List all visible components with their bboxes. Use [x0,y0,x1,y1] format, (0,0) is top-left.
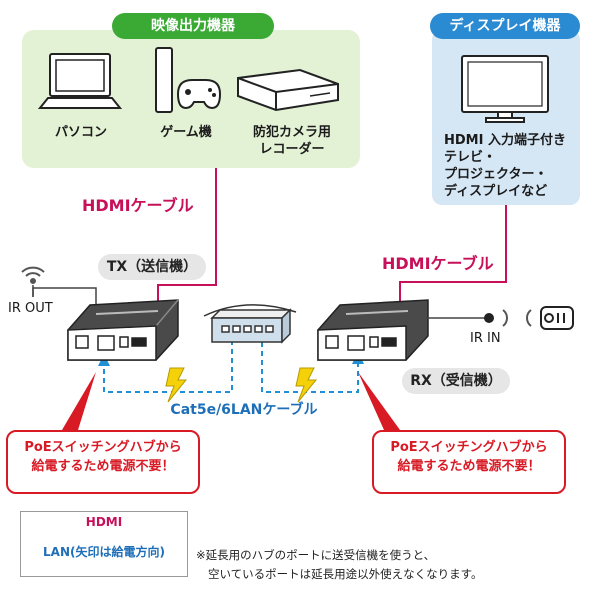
ir-out-cable [32,287,97,316]
device-label-recorder: レコーダー [259,142,325,157]
transmitter-icon [67,299,179,361]
footnote: ※延長用のハブのポートに送受信機を使うと、 空いているポートは延長用途以外使えな… [196,546,483,584]
tv-icon [461,55,549,123]
device-label-game: ゲーム機 [160,125,212,140]
display-line-2: テレビ・ [444,150,497,165]
rx-badge: RX（受信機） [402,368,510,394]
display-line-4: ディスプレイなど [444,184,548,199]
legend-box [20,511,188,577]
footnote-line-2: 空いているポートは延長用途以外使えなくなります。 [208,567,483,581]
switching-hub-icon [203,304,297,344]
hdmi-line-left [157,168,217,310]
display-group-title: ディスプレイ機器 [430,13,580,39]
device-label-pc: パソコン [54,125,107,140]
callout-right-line-2: 給電するため電源不要！ [397,459,541,474]
wifi-icon [21,266,45,284]
callout-left-line-1: PoEスイッチングハブから [24,440,182,455]
callout-pointer-left [62,372,96,430]
footnote-line-1: ※延長用のハブのポートに送受信機を使うと、 [196,548,436,562]
callout-pointer-right [358,372,400,430]
laptop-icon [37,53,123,109]
callout-left: PoEスイッチングハブから 給電するため電源不要！ [6,430,200,494]
device-label-camera: 防犯カメラ用 [252,125,331,140]
tx-badge: TX（送信機） [98,254,206,280]
display-line-3: プロジェクター・ [444,167,548,182]
hdmi-cable-label-left: HDMIケーブル [82,196,194,215]
display-description: HDMI 入力端子付き テレビ・ プロジェクター・ ディスプレイなど [434,132,580,200]
remote-sensor-icon [502,306,574,330]
receiver-icon [317,299,429,361]
hdmi-line-right [399,205,507,305]
ir-sensor-icon [484,313,494,323]
legend-lan-label: LAN(矢印は給電方向) [43,545,165,559]
ir-in-label: IR IN [470,331,501,346]
legend-hdmi-label: HDMI [85,515,123,529]
ir-out-label: IR OUT [8,301,53,316]
bolt-icon [165,367,318,403]
display-line-1: HDMI 入力端子付き [444,133,566,148]
hdmi-cable-label-right: HDMIケーブル [382,254,494,273]
callout-right: PoEスイッチングハブから 給電するため電源不要！ [372,430,566,494]
source-group-title: 映像出力機器 [112,13,274,39]
callout-right-line-1: PoEスイッチングハブから [390,440,548,455]
dvr-recorder-icon [237,68,339,112]
lan-cable-label: Cat5e/6LANケーブル [170,402,318,418]
callout-left-line-2: 給電するため電源不要！ [31,459,175,474]
game-console-icon [155,47,222,113]
